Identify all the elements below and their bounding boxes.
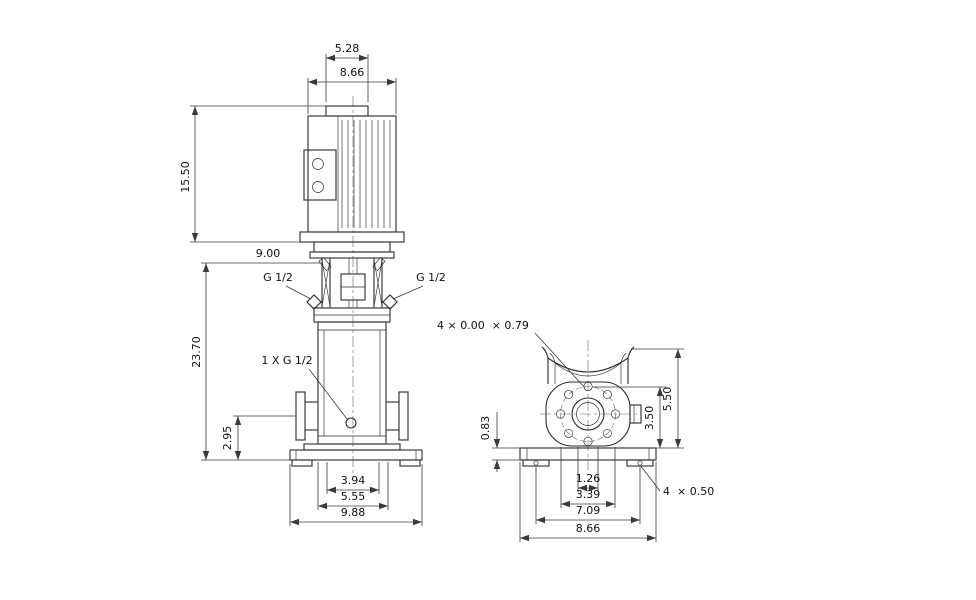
bolt-circle: [560, 386, 616, 442]
dim-base-width-label: 9.88: [341, 506, 366, 519]
foot-left: [291, 459, 313, 467]
dim-pump-height-label: 23.70: [190, 336, 203, 368]
discharge-flange: [386, 391, 409, 441]
dim-0-83-label: 0.83: [479, 416, 492, 441]
vent-port-right: [382, 294, 398, 310]
stool-bolt-right: [372, 256, 386, 272]
port-bore: [571, 397, 605, 431]
dim-8-66-label: 8.66: [576, 522, 601, 535]
end-view: 4 × 0.00 × 0.79 0.83 3.50 5.50 1.26 3.39…: [437, 319, 714, 542]
foot-hole-left: [533, 460, 539, 466]
coupling: [340, 258, 366, 308]
dim-3-50-label: 3.50: [643, 406, 656, 431]
side-lug: [629, 404, 642, 424]
terminal-box: [303, 149, 337, 201]
motor: [299, 105, 405, 253]
dim-port-height-label: 2.95: [221, 426, 234, 451]
dim-5-50-label: 5.50: [661, 387, 674, 412]
motor-stool: [309, 251, 395, 308]
motor-fins: [341, 120, 391, 228]
dim-3-39-label: 3.39: [576, 488, 601, 501]
dim-9-00-label: 9.00: [256, 247, 281, 260]
front-view: 5.28 8.66 15.50 9.00 G 1/2 G 1/2 23.70 1…: [179, 42, 446, 526]
dim-1-26-label: 1.26: [576, 472, 601, 485]
dim-motor-top-width-label: 5.28: [335, 42, 360, 55]
base-hole-note: 4 × 0.50: [663, 485, 714, 498]
base-foot-left: [522, 459, 550, 467]
flange-bolt-holes: [555, 381, 621, 447]
dimensions-end: [492, 332, 684, 542]
base-plate: [519, 447, 657, 467]
dim-5-55-label: 5.55: [341, 490, 366, 503]
drain-port-label: 1 X G 1/2: [261, 354, 312, 367]
chamber-stack: [317, 321, 387, 445]
suction-flange: [295, 391, 318, 441]
chamber-saddle: [541, 346, 635, 384]
dim-3-94-label: 3.94: [341, 474, 366, 487]
foot-hole-right: [637, 460, 643, 466]
pump-base: [289, 443, 423, 467]
port-left-label: G 1/2: [263, 271, 293, 284]
foot-right: [399, 459, 421, 467]
flange-bolt-note: 4 × 0.00 × 0.79: [437, 319, 529, 332]
dim-motor-height-label: 15.50: [179, 161, 192, 193]
motor-flange: [299, 231, 405, 243]
vent-port-left: [306, 294, 322, 310]
oval-flange: [545, 381, 642, 447]
dim-motor-width-label: 8.66: [340, 66, 365, 79]
dim-7-09-label: 7.09: [576, 504, 601, 517]
drain-plug: [345, 417, 357, 429]
dimensions-front: [190, 54, 424, 526]
base-foot-right: [626, 459, 654, 467]
port-right-label: G 1/2: [416, 271, 446, 284]
pump-head: [306, 294, 398, 323]
stool-bolt-left: [318, 256, 332, 272]
